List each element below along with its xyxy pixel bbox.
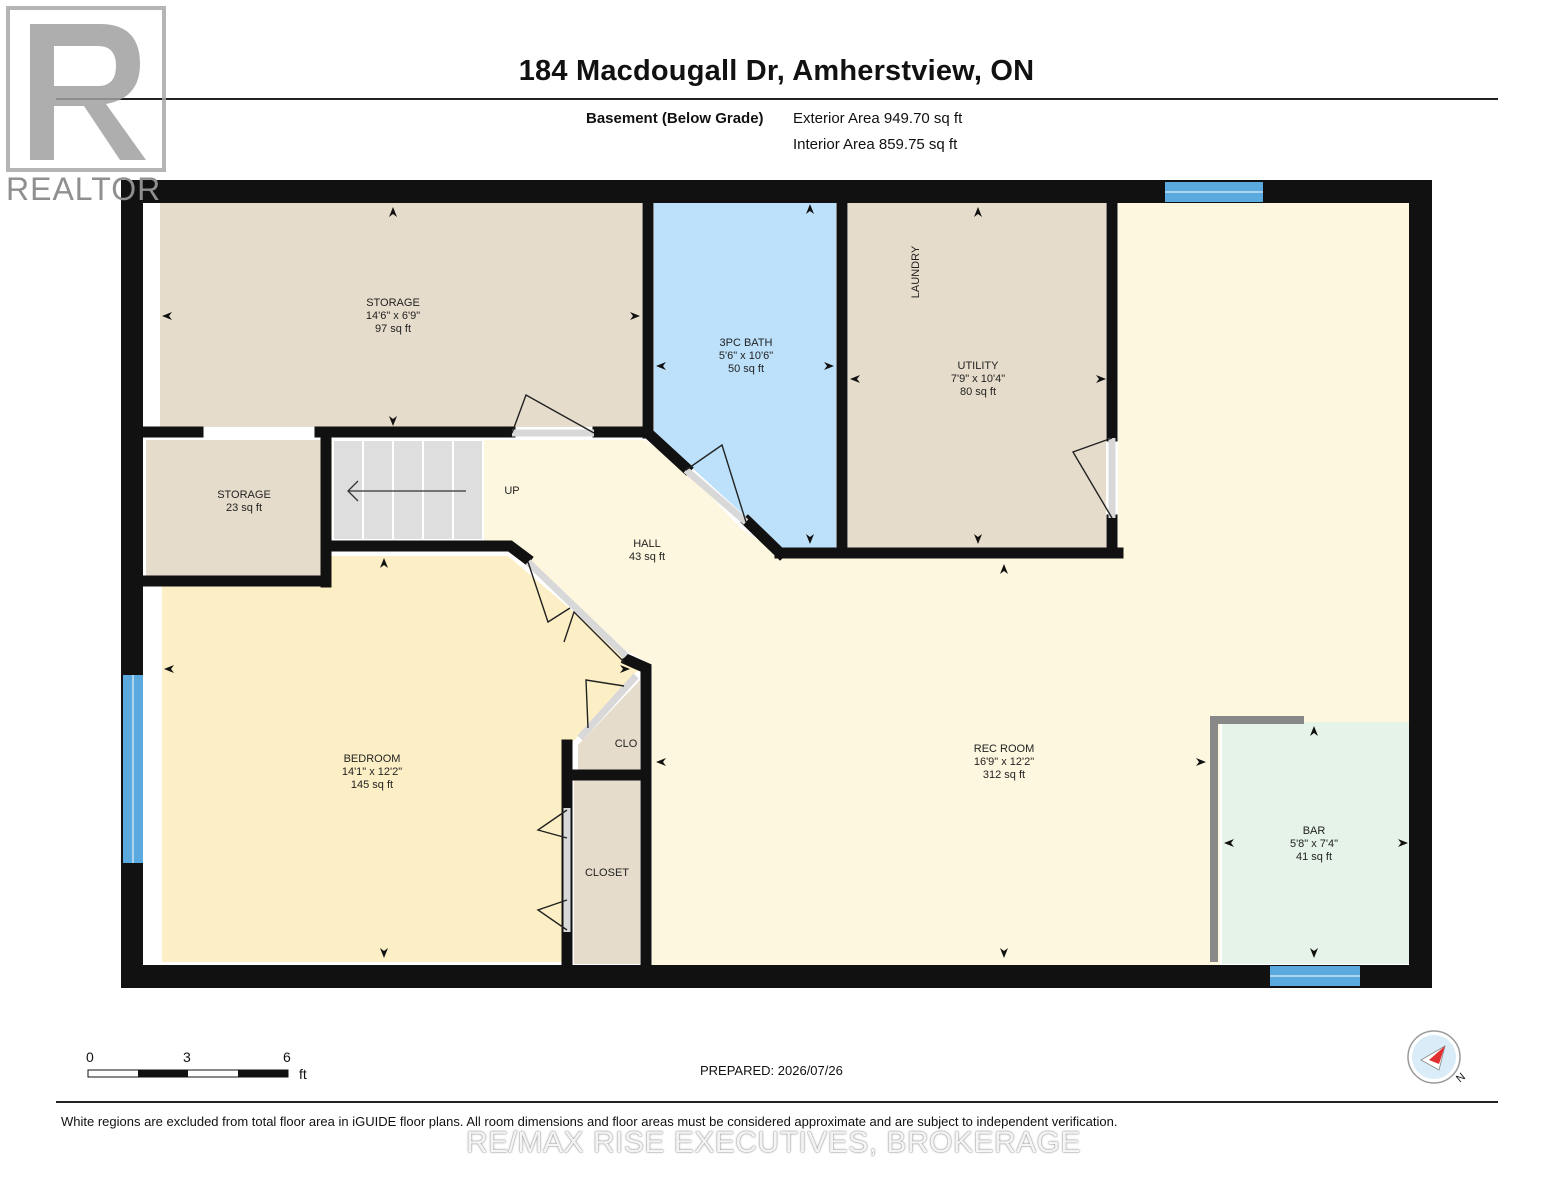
header-rule <box>56 98 1498 100</box>
bar-floor <box>1222 722 1409 964</box>
dimension-arrow <box>1310 948 1318 958</box>
utility-floor <box>848 203 1106 548</box>
room-name-utility: UTILITY <box>958 360 1000 372</box>
compass-icon <box>1407 1030 1461 1084</box>
clo-label: CLO <box>615 738 638 750</box>
door-swings <box>511 393 1113 931</box>
dimension-arrow <box>620 665 630 673</box>
dimension-arrow <box>1196 758 1206 766</box>
dimension-arrow <box>656 758 666 766</box>
clo-floor <box>578 680 640 770</box>
room-area-storage: 97 sq ft <box>375 323 411 335</box>
room-area-rec-room: 312 sq ft <box>983 769 1025 781</box>
room-dims-bedroom: 14'1" x 12'2" <box>342 766 402 778</box>
closet-label: CLOSET <box>585 867 629 879</box>
door-openings <box>512 429 1116 932</box>
scale-bar <box>87 1069 289 1078</box>
realtor-watermark-text: REALTOR <box>6 171 162 207</box>
room-dims-storage: 14'6" x 6'9" <box>366 310 420 322</box>
dimension-arrow <box>380 948 388 958</box>
stairs-up-label: UP <box>504 485 519 497</box>
room-dims-utility: 7'9" x 10'4" <box>951 373 1005 385</box>
dimension-arrow <box>162 312 172 320</box>
room-dims-rec-room: 16'9" x 12'2" <box>974 756 1034 768</box>
rec-room-floor <box>330 203 1409 965</box>
laundry-label: LAUNDRY <box>910 245 922 298</box>
scale-tick-6: 6 <box>283 1049 291 1065</box>
dimension-arrow <box>1096 375 1106 383</box>
dimension-arrow <box>380 558 388 568</box>
dimension-arrow <box>389 416 397 426</box>
room-name-bath: 3PC BATH <box>720 337 773 349</box>
dimension-arrow <box>1000 564 1008 574</box>
scale-unit: ft <box>299 1066 307 1082</box>
page-title: 184 Macdougall Dr, Amherstview, ON <box>518 55 1035 87</box>
dimension-arrow <box>389 207 397 217</box>
footer-rule <box>56 1101 1498 1103</box>
dimension-arrow <box>974 207 982 217</box>
dimension-arrow <box>630 312 640 320</box>
bedroom-floor <box>162 556 640 962</box>
scale-tick-0: 0 <box>86 1049 94 1065</box>
room-name-bar: BAR <box>1303 825 1326 837</box>
dimension-arrow <box>164 665 174 673</box>
room-name-rec-room: REC ROOM <box>974 743 1035 755</box>
dimension-arrow <box>974 534 982 544</box>
level-label: Basement (Below Grade) <box>586 110 764 127</box>
dimension-arrow <box>1000 948 1008 958</box>
realtor-logo <box>6 6 166 172</box>
disclaimer-text: White regions are excluded from total fl… <box>61 1114 1118 1129</box>
dimension-arrow <box>656 362 666 370</box>
room-area-bedroom: 145 sq ft <box>351 779 393 791</box>
room-dims-bar: 5'8" x 7'4" <box>1290 838 1338 850</box>
room-name-bedroom: BEDROOM <box>344 753 401 765</box>
interior-walls <box>140 197 1124 971</box>
bath-floor <box>654 203 836 548</box>
exterior-area: Exterior Area 949.70 sq ft <box>793 110 963 127</box>
dimension-arrow <box>806 204 814 214</box>
storage-room-floor <box>160 203 642 427</box>
prepared-date: PREPARED: 2026/07/26 <box>700 1063 843 1078</box>
scale-tick-3: 3 <box>183 1049 191 1065</box>
storage-small-floor <box>146 440 321 576</box>
dimension-arrows <box>162 204 1408 958</box>
closet-floor <box>574 780 640 964</box>
interior-area: Interior Area 859.75 sq ft <box>793 136 958 153</box>
room-area-storage-small: 23 sq ft <box>226 502 262 514</box>
room-name-hall: HALL <box>633 538 661 550</box>
dimension-arrow <box>824 362 834 370</box>
dimension-arrow <box>850 375 860 383</box>
dimension-arrow <box>1310 726 1318 736</box>
room-area-hall: 43 sq ft <box>629 551 665 563</box>
room-name-storage: STORAGE <box>366 297 420 309</box>
bar-counter <box>1210 716 1304 962</box>
room-name-storage-small: STORAGE <box>217 489 271 501</box>
dimension-arrow <box>1224 839 1234 847</box>
room-dims-bath: 5'6" x 10'6" <box>719 350 773 362</box>
room-area-utility: 80 sq ft <box>960 386 996 398</box>
brokerage-watermark: RE/MAX RISE EXECUTIVES, BROKERAGE <box>466 1126 1081 1159</box>
dimension-arrow <box>1398 839 1408 847</box>
room-area-bar: 41 sq ft <box>1296 851 1332 863</box>
stairs <box>332 439 484 541</box>
room-area-bath: 50 sq ft <box>728 363 764 375</box>
dimension-arrow <box>806 534 814 544</box>
